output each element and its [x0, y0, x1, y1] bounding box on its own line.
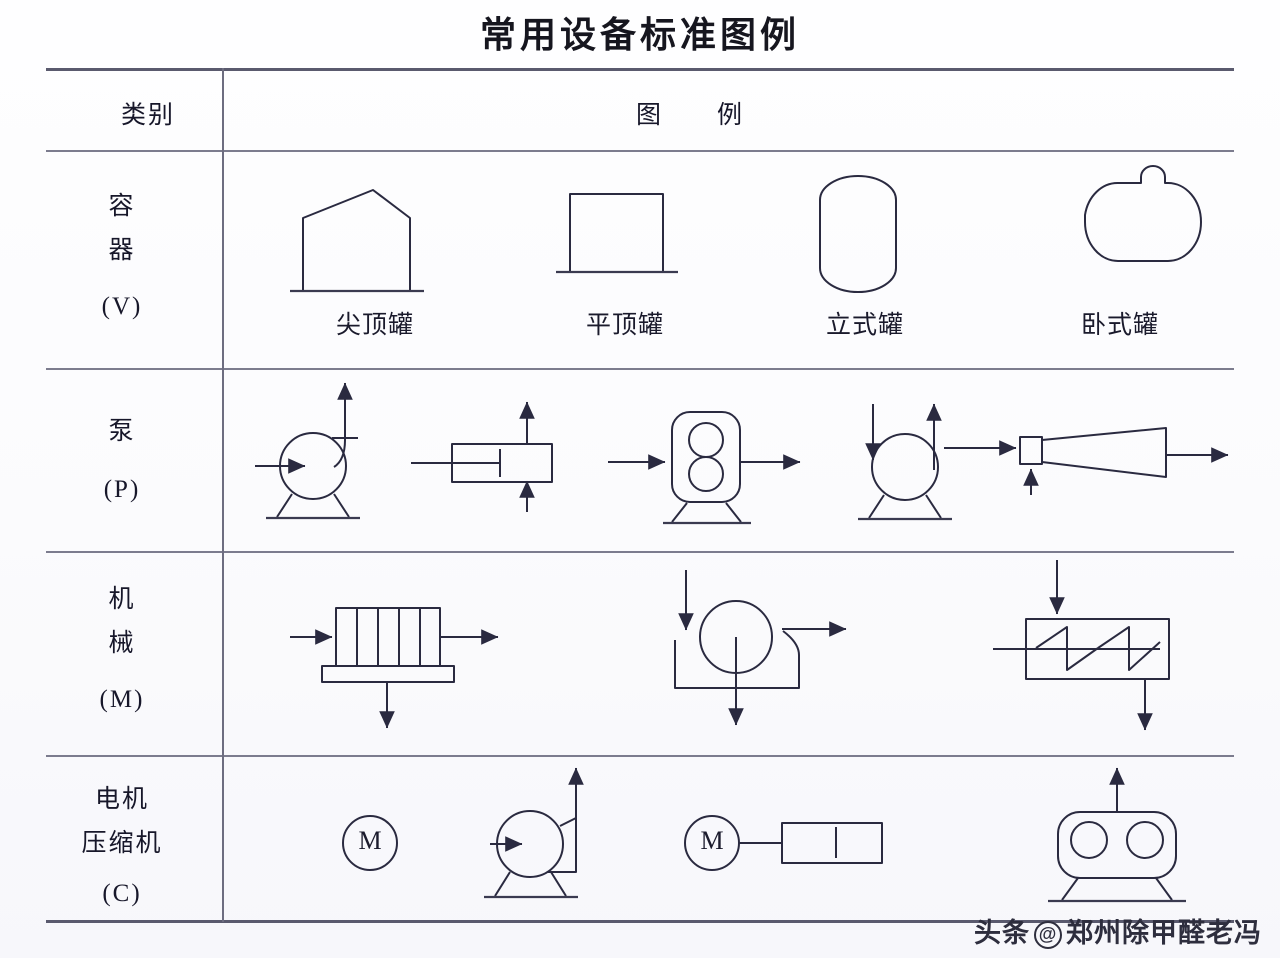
symbol-label-cone-roof-tank: 尖顶罐 [335, 312, 414, 339]
symbol-label-vertical-tank: 立式罐 [825, 312, 904, 339]
category-code: (V) [101, 293, 143, 320]
watermark: 头条@郑州除甲醛老冯 [974, 911, 1262, 950]
motor-driven-compressor-letter: M [700, 826, 724, 855]
category-cell-pump: 泵 (P) [32, 410, 212, 512]
motor-symbol-letter: M [358, 826, 382, 855]
category-line-1: 机 [108, 586, 136, 613]
cone-roof-tank-symbol [290, 189, 424, 293]
header-bottom-rule [46, 150, 1234, 152]
screw-conveyor-symbol [993, 560, 1170, 731]
centrifugal-pump-symbol [255, 382, 360, 520]
category-line-1: 容 [108, 193, 136, 220]
centrifuge-symbol [674, 570, 847, 726]
row-divider-1 [46, 368, 1234, 370]
rotary-compressor-symbol [1048, 767, 1186, 903]
category-line-2: 器 [108, 237, 136, 264]
table-bottom-rule [46, 920, 1234, 923]
category-line-2: 械 [108, 630, 136, 657]
vertical-tank-symbol [819, 175, 897, 293]
ejector-pump-symbol [944, 427, 1229, 495]
row-divider-2 [46, 551, 1234, 553]
category-cell-vessel: 容 器 (V) [32, 185, 212, 329]
plate-filter-symbol [290, 607, 499, 729]
horizontal-tank-symbol [1084, 165, 1202, 262]
watermark-account: 郑州除甲醛老冯 [1066, 918, 1262, 948]
page-title: 常用设备标准图例 [479, 15, 800, 55]
category-code: (M) [99, 686, 145, 713]
symbol-label-flat-roof-tank: 平顶罐 [585, 312, 664, 339]
row-divider-3 [46, 755, 1234, 757]
gear-pump-symbol [608, 411, 801, 525]
category-cell-machinery: 机 械 (M) [32, 578, 212, 722]
category-line-1: 电机 [94, 786, 149, 813]
category-code: (P) [103, 476, 141, 503]
flat-roof-tank-symbol [556, 193, 678, 274]
reciprocating-pump-symbol [411, 401, 553, 512]
category-code: (C) [102, 880, 142, 907]
at-icon: @ [1034, 921, 1062, 949]
column-header-category: 类别 [120, 102, 175, 129]
vacuum-pump-symbol [858, 403, 952, 521]
watermark-prefix: 头条 [974, 918, 1030, 948]
table-top-rule [46, 68, 1234, 71]
column-header-legend: 图 例 [635, 102, 744, 129]
symbol-label-horizontal-tank: 卧式罐 [1080, 312, 1159, 339]
column-divider [222, 68, 224, 922]
category-line-1: 泵 [108, 418, 136, 445]
category-cell-motor-compressor: 电机 压缩机 (C) [32, 778, 212, 916]
category-line-2: 压缩机 [81, 830, 163, 857]
blower-symbol [484, 767, 584, 899]
